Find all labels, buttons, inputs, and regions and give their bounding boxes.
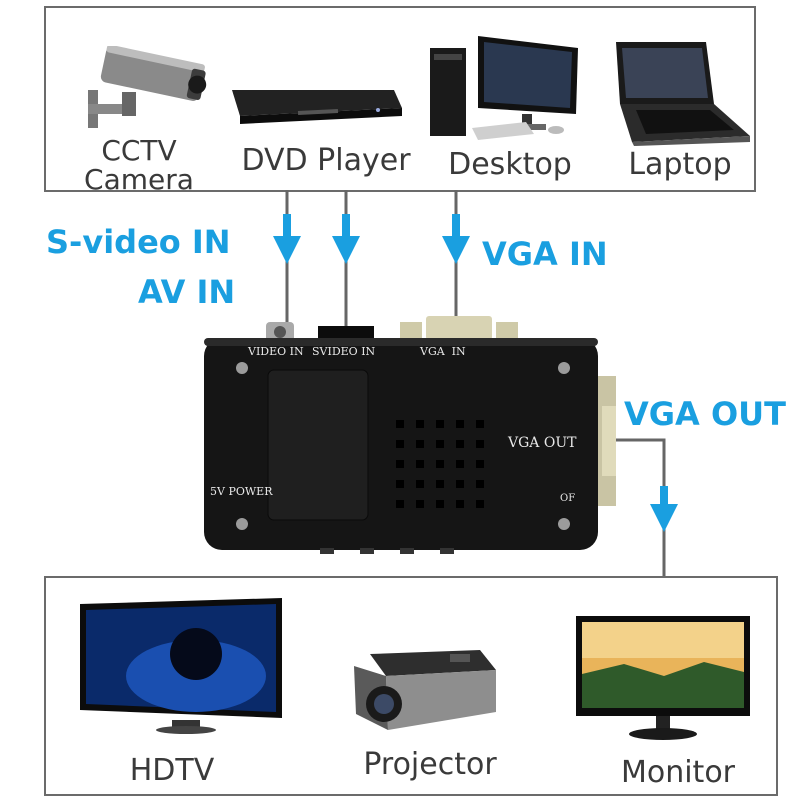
cctv-camera-label: CCTV Camera (84, 134, 194, 196)
cctv-camera-image (82, 46, 212, 136)
device-power-label: 5V POWER (210, 485, 273, 498)
hdtv-image (76, 596, 288, 736)
device-vga-out-label: VGA OUT (508, 435, 577, 451)
av-in-label: AV IN (138, 273, 236, 311)
vga-in-label: VGA IN (482, 235, 608, 273)
device-of-label: OF (560, 493, 576, 504)
hdtv-label: HDTV (129, 753, 215, 788)
av-in-arrow-icon (273, 214, 301, 264)
laptop-label: Laptop (628, 147, 732, 182)
s-video-in-label: S-video IN (46, 223, 231, 261)
laptop-image (610, 38, 752, 146)
vga-out-label: VGA OUT (624, 395, 786, 433)
vga-out-arrow-icon (650, 486, 678, 532)
converter-device-image (200, 316, 620, 562)
device-vga-in-label: VGA IN (420, 345, 466, 358)
projector-label: Projector (363, 747, 497, 782)
vga-in-arrow-icon (442, 214, 470, 264)
device-video-in-label: VIDEO IN (248, 345, 304, 358)
desktop-image (426, 30, 586, 140)
desktop-label: Desktop (448, 147, 572, 182)
monitor-image (574, 614, 752, 744)
svideo-in-arrow-icon (332, 214, 360, 264)
dvd-player-label: DVD Player (241, 143, 411, 178)
monitor-label: Monitor (620, 755, 736, 790)
dvd-player-image (228, 80, 404, 126)
device-svideo-in-label: SVIDEO IN (312, 345, 376, 358)
projector-image (350, 642, 500, 742)
